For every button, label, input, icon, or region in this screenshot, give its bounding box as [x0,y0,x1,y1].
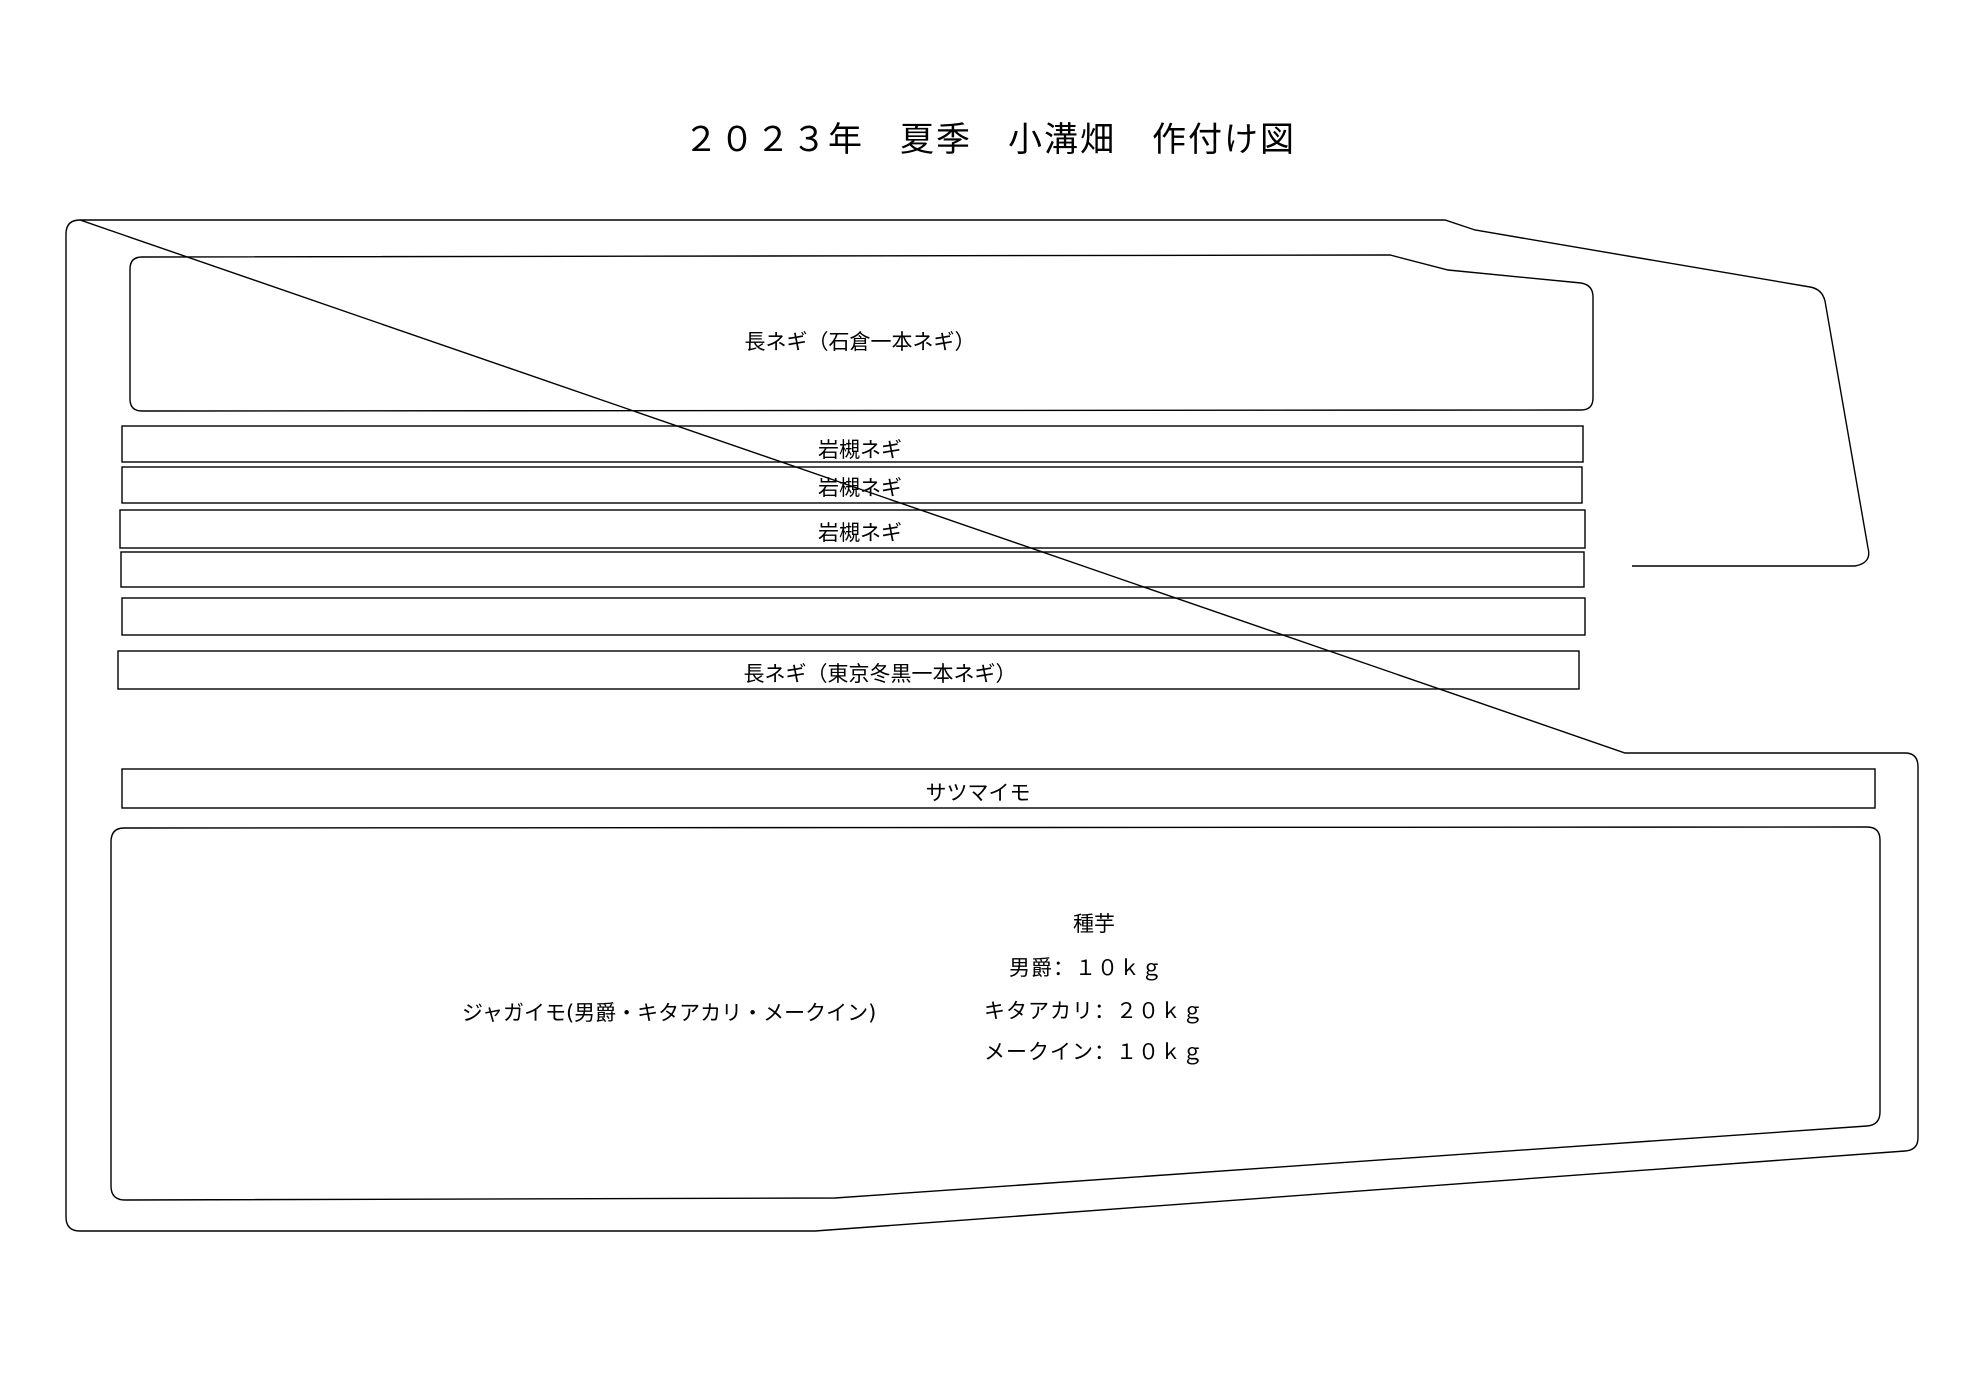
plot-naganegi-tokyo [117,650,1580,690]
plot-iwatsuki-2 [121,466,1583,504]
seed-potato-item: キタアカリ：２０ｋｇ [984,999,1204,1023]
plot-jagaimo [110,826,1881,1201]
plot-naganegi-ishikura [129,254,1594,412]
plot-satsumaimo [121,768,1876,809]
plot-empty-1 [120,551,1585,588]
plot-iwatsuki-3 [119,509,1586,549]
plot-empty-2 [121,597,1586,636]
label-iwatsuki-1: 岩槻ネギ [818,438,902,462]
label-satsumaimo: サツマイモ [925,781,1031,805]
label-iwatsuki-3: 岩槻ネギ [818,521,902,545]
label-jagaimo: ジャガイモ(男爵・キタアカリ・メークイン) [462,1001,877,1025]
label-iwatsuki-2: 岩槻ネギ [818,476,902,500]
plot-iwatsuki-1 [121,425,1584,463]
label-naganegi-ishikura: 長ネギ（石倉一本ネギ） [744,330,976,354]
field-boundary [65,219,1919,1232]
label-naganegi-tokyo: 長ネギ（東京冬黒一本ネギ） [743,662,1017,686]
seed-potato-item: メークイン：１０ｋｇ [984,1040,1204,1064]
page-title: ２０２３年 夏季 小溝畑 作付け図 [684,120,1296,160]
seed-potato-heading: 種芋 [1073,912,1115,936]
seed-potato-item: 男爵：１０ｋｇ [1009,956,1163,980]
